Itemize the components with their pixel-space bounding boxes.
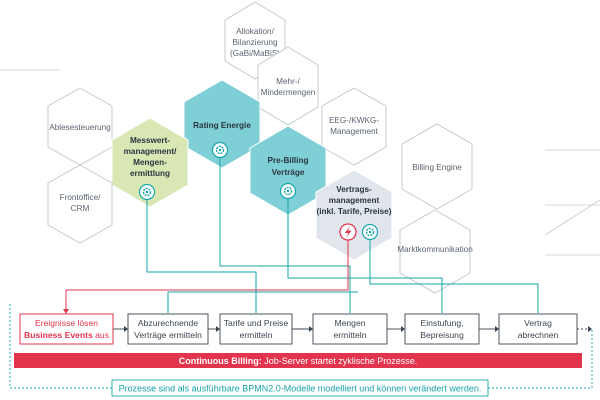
hex-front-line2: CRM — [71, 204, 90, 213]
hex-front-line1: Frontoffice/ — [60, 193, 102, 202]
svg-text:Allokation/Bilanzierung(GaBi/M: Allokation/Bilanzierung (GaBi/MaBiS) — [230, 27, 280, 58]
hex-prebilling-line1: Pre-Billing — [268, 156, 309, 165]
hex-markt: Marktkommunikation — [397, 209, 473, 294]
hex-eeg: EEG-/KWKG- Management — [321, 87, 387, 166]
hex-vertrags-line3: (inkl. Tarife, Preise) — [317, 207, 392, 216]
messwert-gear-icon — [138, 183, 156, 201]
hex-ablese-line1: Ablesesteuerung — [49, 123, 111, 132]
step5-line2: abrechnen — [518, 330, 559, 340]
svg-text:Ablesesteuerung: Ablesesteuerung — [49, 123, 111, 132]
decorative-lines — [0, 69, 600, 256]
hex-markt-line1: Marktkommunikation — [397, 245, 473, 254]
step4-line2: Bepreisung — [420, 330, 464, 340]
step5-line1: Vertrag — [524, 318, 552, 328]
step2-line2: ermitteln — [240, 330, 273, 340]
process-step-2: Tarife und Preise ermitteln — [219, 313, 293, 345]
hex-mehr-line2: Mindermengen — [261, 88, 316, 97]
hex-allokation-line3: (GaBi/MaBiS) — [230, 49, 280, 58]
start-line1: Ereignisse lösen — [35, 318, 98, 328]
arrowhead-4 — [495, 326, 499, 332]
hex-billing-engine: Billing Engine — [401, 123, 473, 210]
step3-line2: ermitteln — [334, 330, 367, 340]
arrowhead-0 — [124, 326, 128, 332]
hex-mehr-minder: Mehr-/ Mindermengen — [257, 46, 319, 126]
bar-bold: Continuous Billing: — [179, 356, 262, 366]
step4-line1: Einstufung, — [421, 318, 464, 328]
hex-allokation-line1: Allokation/ — [236, 27, 275, 36]
vertrags-lightning-icon — [339, 223, 357, 241]
step3-line1: Mengen — [334, 318, 365, 328]
bar-rest: Job-Server startet zyklische Prozesse. — [262, 356, 418, 366]
hex-billing-line1: Billing Engine — [412, 163, 462, 172]
connectors — [146, 158, 539, 313]
hex-eeg-line2: Management — [330, 127, 379, 136]
process-step-1: Abzurechnende Verträge ermitteln — [127, 313, 209, 345]
svg-text:Frontoffice/CRM: Frontoffice/CRM — [60, 193, 102, 213]
hex-messwert-line2: management/ — [124, 147, 178, 156]
hex-prebilling-line2: Verträge — [272, 168, 305, 177]
arrowhead-end — [588, 326, 592, 332]
hex-messwert-line3: Mengen- — [133, 158, 167, 167]
svg-text:Billing Engine: Billing Engine — [412, 163, 462, 172]
footer-box: Prozesse sind als ausführbare BPMN2.0-Mo… — [111, 379, 489, 397]
svg-text:Rating Energie: Rating Energie — [193, 121, 251, 130]
continuous-billing-bar: Continuous Billing: Job-Server startet z… — [14, 353, 582, 368]
prebilling-gear-icon — [279, 182, 297, 200]
hex-messwert-line1: Messwert- — [130, 136, 170, 145]
footer-bracket — [9, 304, 593, 389]
svg-text:Messwert-management/Mengen-erm: Messwert-management/Mengen-ermittlung — [124, 136, 178, 178]
svg-text:Marktkommunikation: Marktkommunikation — [397, 245, 473, 254]
hex-mehr-line1: Mehr-/ — [276, 77, 300, 86]
hex-messwert-line4: ermittlung — [130, 169, 170, 178]
arrowhead-3 — [401, 326, 405, 332]
hex-rating-energie: Rating Energie — [183, 79, 261, 169]
rating-gear-icon — [211, 141, 229, 159]
process-step-5: Vertrag abrechnen — [498, 313, 578, 345]
hex-eeg-line1: EEG-/KWKG- — [329, 116, 379, 125]
svg-text:EEG-/KWKG-Management: EEG-/KWKG- Management — [329, 116, 379, 136]
arrowhead-1 — [216, 326, 220, 332]
svg-text:Mehr-/Mindermengen: Mehr-/ Mindermengen — [261, 77, 316, 97]
footer-text: Prozesse sind als ausführbare BPMN2.0-Mo… — [119, 384, 482, 394]
svg-text:Continuous Billing: Job-Server: Continuous Billing: Job-Server startet z… — [179, 356, 418, 366]
arrowhead-2 — [309, 326, 313, 332]
process-step-4: Einstufung, Bepreisung — [404, 313, 480, 345]
step2-line1: Tarife und Preise — [224, 318, 289, 328]
svg-text:Business Events aus: Business Events aus — [24, 330, 109, 340]
hex-vertrags: Vertrags-management (inkl. Tarife, Preise… — [315, 169, 393, 261]
vertrags-gear-icon — [361, 223, 379, 241]
process-step-3: Mengen ermitteln — [312, 313, 388, 345]
red-connector — [63, 240, 349, 314]
svg-text:Vertrags-management(inkl. Tari: Vertrags-management (inkl. Tarife, Preise… — [317, 185, 392, 216]
process-start-box: Ereignisse lösen Business Events aus — [19, 313, 114, 345]
hex-ablesesteuerung: Ablesesteuerung — [47, 87, 113, 166]
step1-line2: Verträge ermitteln — [134, 330, 202, 340]
hex-vertrags-line1: Vertrags- — [336, 185, 372, 194]
hex-allokation-line2: Bilanzierung — [232, 38, 278, 47]
hex-vertrags-line2: management — [329, 196, 380, 205]
hex-frontoffice: Frontoffice/CRM — [47, 164, 113, 244]
start-line2-bold: Business Events — [24, 330, 93, 340]
hex-messwert: Messwert-management/Mengen-ermittlung — [111, 117, 189, 208]
step1-line1: Abzurechnende — [138, 318, 198, 328]
hex-rating-line1: Rating Energie — [193, 121, 251, 130]
start-line2-rest: aus — [93, 330, 109, 340]
